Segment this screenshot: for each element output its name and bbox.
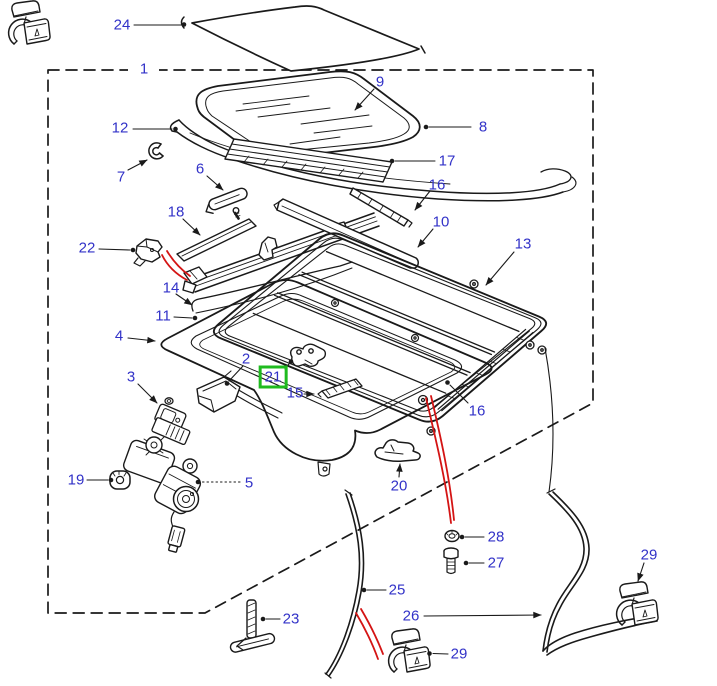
part-29-clip-bottom (387, 628, 431, 673)
callout-17[interactable]: 17 (438, 152, 456, 170)
callout-1[interactable]: 1 (139, 60, 149, 78)
callout-25[interactable]: 25 (388, 581, 406, 599)
callout-27[interactable]: 27 (487, 554, 505, 572)
part-3-switch-pack (151, 397, 191, 446)
callout-7[interactable]: 7 (116, 168, 126, 186)
callout-20[interactable]: 20 (390, 477, 408, 495)
callout-5[interactable]: 5 (244, 474, 254, 492)
part-7-c-clip (148, 142, 164, 160)
part-16-lower-rail (433, 328, 534, 412)
callout-19[interactable]: 19 (67, 471, 85, 489)
part-16-upper-rail (349, 187, 413, 228)
callout-21-highlighted[interactable]: 21 (258, 365, 288, 389)
callout-leader-lines (86, 22, 645, 656)
part-27-screw (443, 547, 459, 575)
part-22-stop-bracket (133, 238, 163, 267)
part-23-t-handle (229, 599, 276, 653)
callout-13[interactable]: 13 (514, 235, 532, 253)
part-9-glass-panel (195, 70, 421, 159)
drive-cables (233, 388, 283, 419)
callout-16-upper[interactable]: 16 (428, 176, 446, 194)
callout-9[interactable]: 9 (375, 73, 385, 91)
tray-tabs (330, 298, 420, 343)
part-20-clamp-bracket (374, 439, 421, 462)
callout-3[interactable]: 3 (126, 368, 136, 386)
callout-22[interactable]: 22 (78, 239, 96, 257)
part-25-seal-strip (324, 489, 365, 679)
drain-connector-line (544, 347, 554, 493)
part-6-screw (232, 206, 241, 220)
part-24-deflector-panel (180, 5, 426, 72)
part-18-trim-strip (176, 218, 257, 262)
part-4-tray (160, 279, 493, 477)
callout-12[interactable]: 12 (111, 119, 129, 137)
callout-29-bottom[interactable]: 29 (450, 645, 468, 663)
part-5-motor-assembly (122, 436, 202, 553)
callout-11[interactable]: 11 (155, 307, 171, 325)
frame-slats (252, 250, 520, 394)
glass-reflection-lines (235, 95, 373, 145)
kit-boundary-dashed-box (47, 60, 594, 614)
part-21-clip (290, 343, 327, 367)
part-29-clip-right (615, 581, 659, 626)
part-26-drain-tube (542, 488, 658, 656)
callout-4[interactable]: 4 (114, 327, 124, 345)
callout-6[interactable]: 6 (195, 160, 205, 178)
callout-24[interactable]: 24 (113, 16, 131, 34)
part-17-slatted-panel (224, 138, 393, 183)
part-15-ferrule-strip (317, 378, 363, 399)
callout-26[interactable]: 26 (402, 607, 420, 625)
callout-28[interactable]: 28 (487, 528, 505, 546)
callout-14[interactable]: 14 (162, 279, 180, 297)
part-28-washer (444, 529, 460, 543)
callout-23[interactable]: 23 (282, 610, 300, 628)
callout-29-right[interactable]: 29 (640, 546, 658, 564)
callout-8[interactable]: 8 (478, 118, 488, 136)
part-2-cable-guide-bracket (196, 370, 241, 413)
part-13-main-frame (212, 232, 554, 493)
callout-15[interactable]: 15 (286, 384, 304, 402)
red-pointer-arrows (161, 250, 455, 660)
callout-16-lower[interactable]: 16 (468, 402, 486, 420)
tray-foot-tab (317, 461, 331, 477)
callout-18[interactable]: 18 (167, 203, 185, 221)
part-6-guide-lever (205, 187, 248, 220)
callout-2[interactable]: 2 (241, 350, 251, 368)
callout-10[interactable]: 10 (432, 213, 450, 231)
part-12-front-channel-rail (169, 119, 577, 202)
